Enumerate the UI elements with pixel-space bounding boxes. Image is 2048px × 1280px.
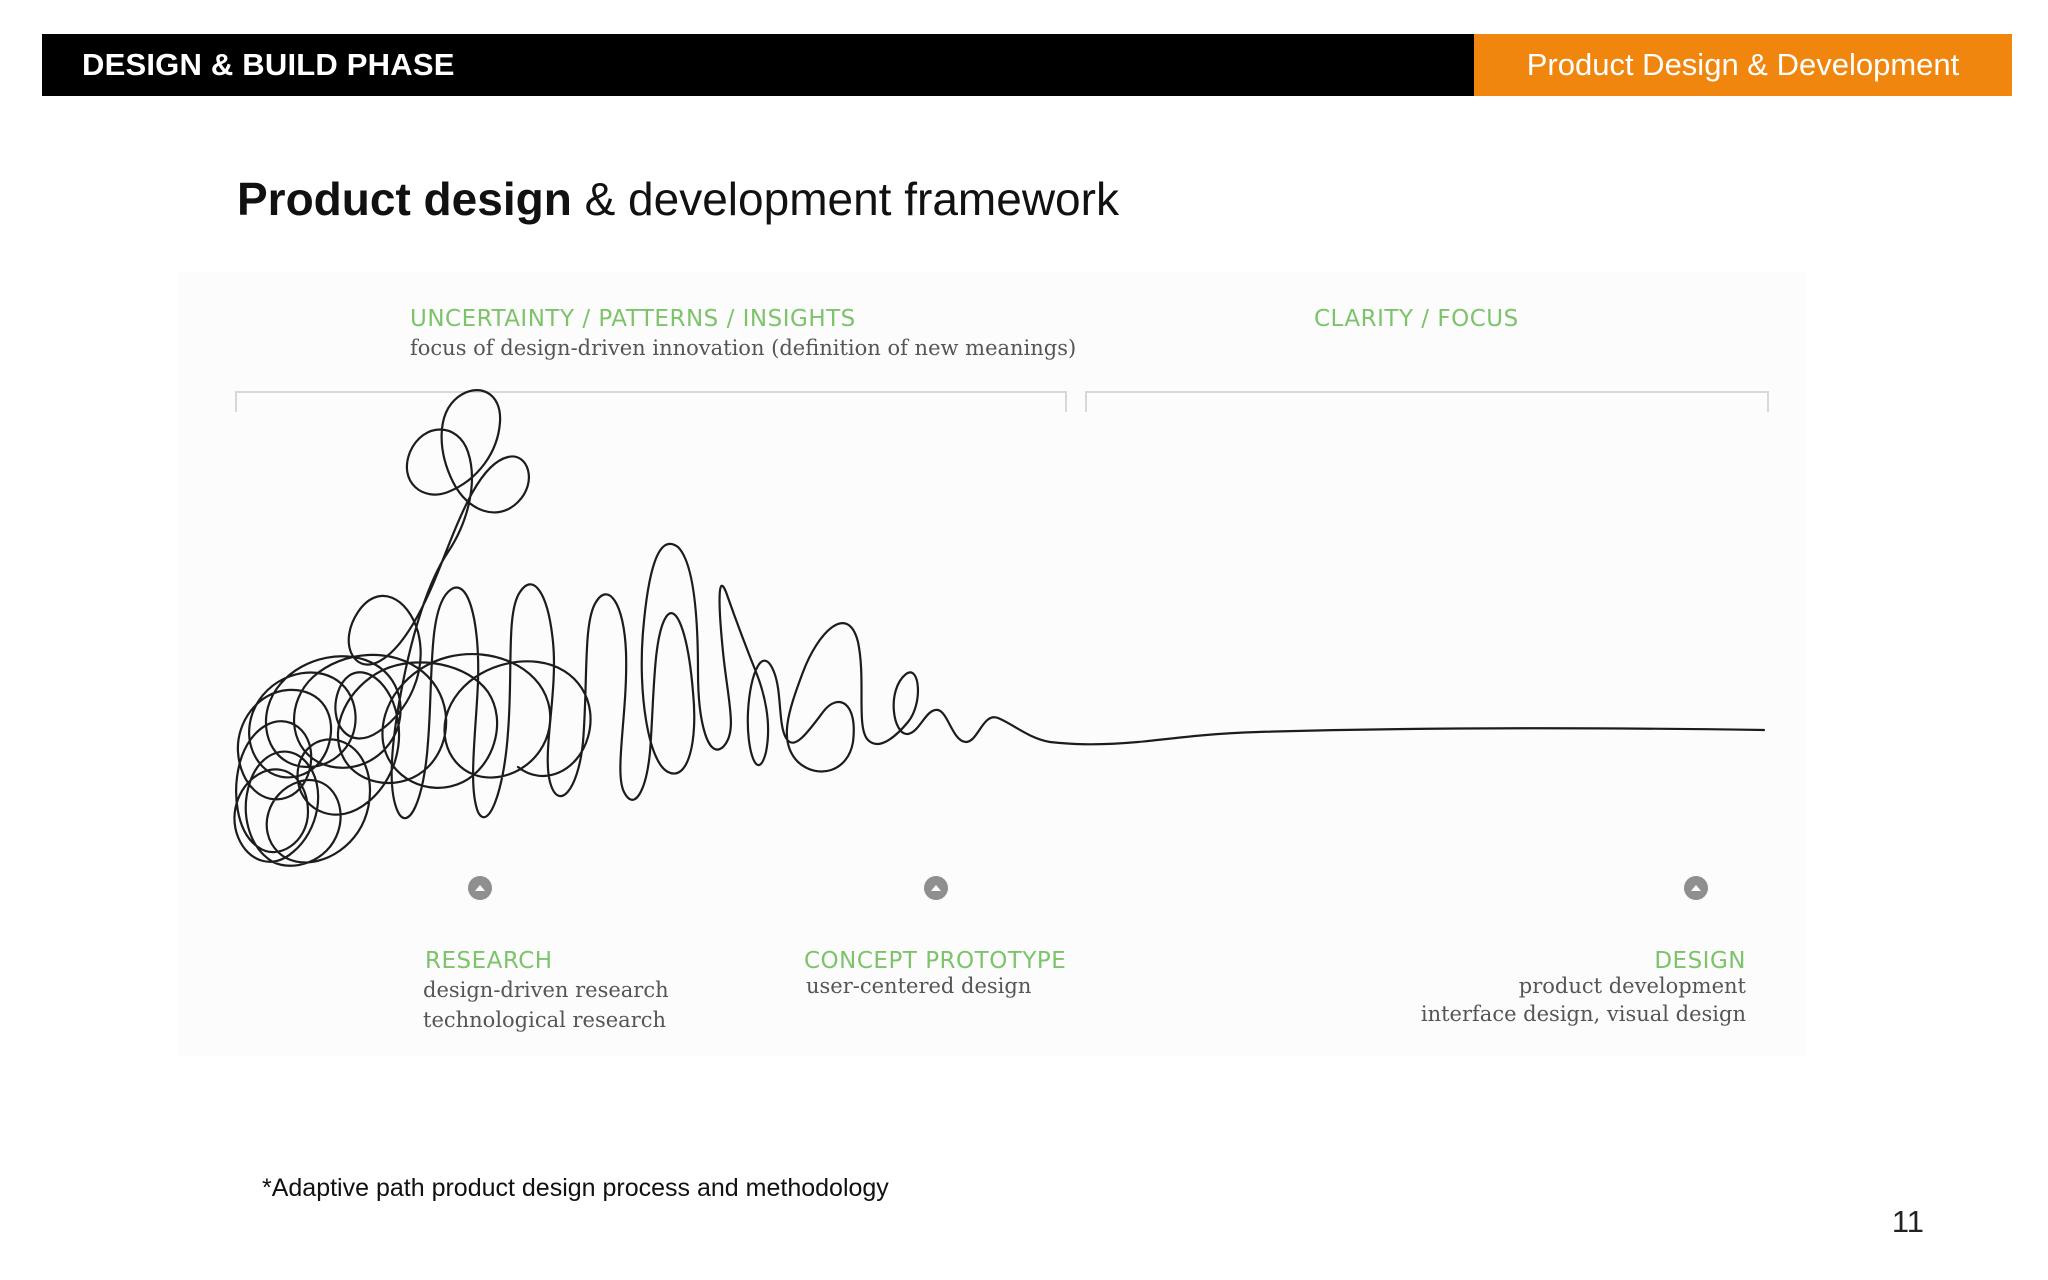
slide-title-bold: Product design <box>237 173 572 225</box>
clarity-bracket <box>1085 391 1769 412</box>
uncertainty-subtext: focus of design-driven innovation (defin… <box>410 336 1077 360</box>
concept-prototype-title: CONCEPT PROTOTYPE <box>804 948 1067 974</box>
footnote: *Adaptive path product design process an… <box>262 1174 889 1202</box>
uncertainty-bracket <box>235 391 1067 412</box>
uncertainty-heading: UNCERTAINTY / PATTERNS / INSIGHTS <box>410 306 856 332</box>
header-bar: DESIGN & BUILD PHASE Product Design & De… <box>42 34 2012 96</box>
research-stage-icon <box>468 876 492 900</box>
section-label: Product Design & Development <box>1474 34 2012 96</box>
squiggle-graphic <box>233 389 1769 867</box>
concept-prototype-stage-icon <box>924 876 948 900</box>
squiggle-line <box>233 389 1766 867</box>
research-line-1: design-driven research <box>423 978 669 1002</box>
design-line-2: interface design, visual design <box>1420 1002 1746 1026</box>
clarity-heading: CLARITY / FOCUS <box>1314 306 1519 332</box>
phase-label: DESIGN & BUILD PHASE <box>82 47 455 82</box>
design-stage-icon <box>1684 876 1708 900</box>
research-line-2: technological research <box>423 1008 667 1032</box>
slide-title-rest: & development framework <box>571 173 1119 225</box>
research-title: RESEARCH <box>425 948 553 974</box>
design-title: DESIGN <box>1654 948 1746 974</box>
design-squiggle-diagram: UNCERTAINTY / PATTERNS / INSIGHTS focus … <box>178 272 1806 1056</box>
concept-prototype-line-1: user-centered design <box>806 974 1032 998</box>
slide-title: Product design & development framework <box>237 172 1119 226</box>
design-line-1: product development <box>1518 974 1746 998</box>
page-number: 11 <box>1891 1204 1924 1239</box>
